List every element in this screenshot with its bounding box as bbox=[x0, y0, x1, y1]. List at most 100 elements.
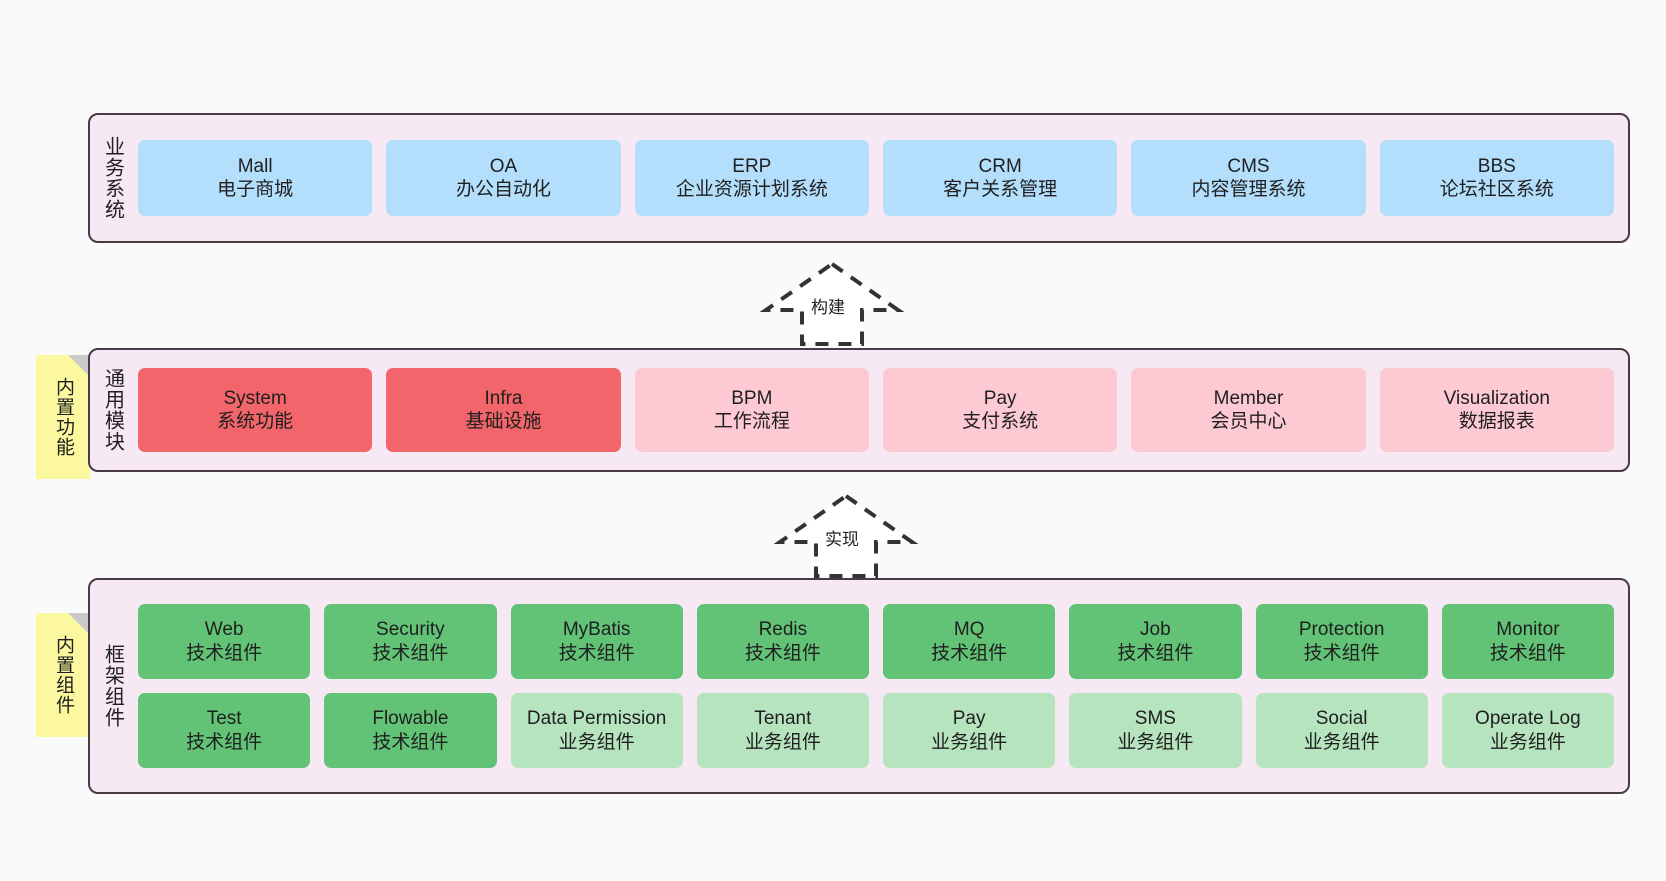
card-test[interactable]: Test 技术组件 bbox=[138, 693, 311, 768]
layer-framework-component: 框架组件 Web 技术组件 Security 技术组件 MyBatis 技术组件… bbox=[88, 578, 1630, 794]
card-title-en: BPM bbox=[731, 387, 773, 409]
card-title-en: MyBatis bbox=[562, 619, 631, 641]
card-title-en: Monitor bbox=[1496, 619, 1560, 641]
framework-row-business: Test 技术组件 Flowable 技术组件 Data Permission … bbox=[138, 693, 1614, 768]
arrow-implement-shape bbox=[773, 493, 919, 578]
card-title-cn: 数据报表 bbox=[1458, 411, 1535, 432]
card-tenant[interactable]: Tenant 业务组件 bbox=[696, 693, 869, 768]
card-title-cn: 电子商城 bbox=[217, 179, 294, 200]
card-redis[interactable]: Redis 技术组件 bbox=[696, 604, 869, 679]
card-title-en: OA bbox=[489, 155, 518, 177]
note-label: 内置组件 bbox=[52, 635, 74, 715]
card-title-cn: 论坛社区系统 bbox=[1439, 179, 1554, 200]
card-title-cn: 技术组件 bbox=[186, 731, 263, 753]
card-title-cn: 技术组件 bbox=[1489, 642, 1566, 664]
card-title-en: Pay bbox=[983, 387, 1017, 409]
card-web[interactable]: Web 技术组件 bbox=[138, 604, 311, 679]
card-title-cn: 业务组件 bbox=[1117, 731, 1194, 753]
card-title-en: Security bbox=[376, 619, 445, 641]
card-title-en: Redis bbox=[758, 619, 808, 641]
card-bbs[interactable]: BBS 论坛社区系统 bbox=[1379, 140, 1614, 216]
card-title-cn: 会员中心 bbox=[1210, 411, 1287, 432]
layer-common-module: 通用模块 System 系统功能 Infra 基础设施 BPM 工作流程 Pay… bbox=[88, 348, 1630, 472]
card-mq[interactable]: MQ 技术组件 bbox=[883, 604, 1056, 679]
framework-row-tech: Web 技术组件 Security 技术组件 MyBatis 技术组件 Redi… bbox=[138, 604, 1614, 679]
card-visualization[interactable]: Visualization 数据报表 bbox=[1379, 368, 1614, 452]
layer-title-common-module: 通用模块 bbox=[101, 368, 124, 452]
card-member[interactable]: Member 会员中心 bbox=[1131, 368, 1366, 452]
card-title-cn: 支付系统 bbox=[962, 411, 1039, 432]
card-title-en: Flowable bbox=[372, 708, 449, 730]
note-builtin-component: 内置组件 bbox=[36, 613, 90, 737]
card-title-cn: 技术组件 bbox=[186, 642, 263, 664]
card-title-cn: 技术组件 bbox=[1303, 642, 1380, 664]
card-title-cn: 基础设施 bbox=[465, 411, 542, 432]
card-data-permission[interactable]: Data Permission 业务组件 bbox=[510, 693, 683, 768]
layer-business-system: 业务系统 Mall 电子商城 OA 办公自动化 ERP 企业资源计划系统 CRM… bbox=[88, 113, 1630, 243]
card-infra[interactable]: Infra 基础设施 bbox=[386, 368, 621, 452]
layer-body-framework-component: Web 技术组件 Security 技术组件 MyBatis 技术组件 Redi… bbox=[134, 580, 1628, 792]
card-title-en: Visualization bbox=[1443, 387, 1550, 409]
layer-title-business-system: 业务系统 bbox=[101, 136, 124, 220]
card-operate-log[interactable]: Operate Log 业务组件 bbox=[1441, 693, 1614, 768]
card-title-cn: 业务组件 bbox=[931, 731, 1008, 753]
card-title-en: CRM bbox=[978, 155, 1022, 177]
card-title-cn: 技术组件 bbox=[744, 642, 821, 664]
card-title-en: System bbox=[223, 387, 287, 409]
card-title-en: CMS bbox=[1227, 155, 1270, 177]
card-title-en: SMS bbox=[1134, 708, 1176, 730]
card-title-en: Member bbox=[1213, 387, 1284, 409]
card-system[interactable]: System 系统功能 bbox=[138, 368, 373, 452]
card-title-cn: 工作流程 bbox=[713, 411, 790, 432]
card-title-cn: 技术组件 bbox=[372, 731, 449, 753]
card-title-en: Pay bbox=[952, 708, 986, 730]
card-pay-business[interactable]: Pay 业务组件 bbox=[883, 693, 1056, 768]
card-title-cn: 办公自动化 bbox=[455, 179, 551, 200]
card-flowable[interactable]: Flowable 技术组件 bbox=[324, 693, 497, 768]
note-builtin-function: 内置功能 bbox=[36, 355, 90, 479]
card-title-en: Test bbox=[206, 708, 242, 730]
card-title-cn: 技术组件 bbox=[372, 642, 449, 664]
card-title-cn: 业务组件 bbox=[558, 731, 635, 753]
card-sms[interactable]: SMS 业务组件 bbox=[1069, 693, 1242, 768]
card-monitor[interactable]: Monitor 技术组件 bbox=[1441, 604, 1614, 679]
card-job[interactable]: Job 技术组件 bbox=[1069, 604, 1242, 679]
card-mall[interactable]: Mall 电子商城 bbox=[138, 140, 373, 216]
card-title-en: BBS bbox=[1477, 155, 1516, 177]
arrow-build-label: 构建 bbox=[811, 298, 845, 317]
card-title-cn: 系统功能 bbox=[217, 411, 294, 432]
card-title-en: Web bbox=[204, 619, 244, 641]
card-title-en: Infra bbox=[484, 387, 523, 409]
card-pay[interactable]: Pay 支付系统 bbox=[882, 368, 1118, 452]
card-title-cn: 客户关系管理 bbox=[943, 179, 1058, 200]
card-title-cn: 企业资源计划系统 bbox=[675, 179, 828, 200]
card-erp[interactable]: ERP 企业资源计划系统 bbox=[634, 140, 869, 216]
arrow-implement-label: 实现 bbox=[825, 530, 859, 549]
layer-body-business-system: Mall 电子商城 OA 办公自动化 ERP 企业资源计划系统 CRM 客户关系… bbox=[134, 115, 1628, 241]
card-title-cn: 业务组件 bbox=[1489, 731, 1566, 753]
card-title-en: Operate Log bbox=[1475, 708, 1581, 730]
card-security[interactable]: Security 技术组件 bbox=[324, 604, 497, 679]
arrow-build bbox=[752, 258, 912, 350]
card-title-en: ERP bbox=[732, 155, 772, 177]
card-title-en: Protection bbox=[1298, 619, 1385, 641]
card-title-en: Job bbox=[1140, 619, 1171, 641]
card-bpm[interactable]: BPM 工作流程 bbox=[634, 368, 869, 452]
arrow-implement bbox=[766, 490, 926, 582]
card-title-en: Social bbox=[1315, 708, 1368, 730]
card-crm[interactable]: CRM 客户关系管理 bbox=[882, 140, 1118, 216]
card-mybatis[interactable]: MyBatis 技术组件 bbox=[510, 604, 683, 679]
note-label: 内置功能 bbox=[52, 377, 74, 457]
card-protection[interactable]: Protection 技术组件 bbox=[1255, 604, 1428, 679]
arrow-build-shape bbox=[759, 261, 905, 346]
note-fold-corner-icon bbox=[68, 355, 90, 377]
card-cms[interactable]: CMS 内容管理系统 bbox=[1131, 140, 1366, 216]
card-social[interactable]: Social 业务组件 bbox=[1255, 693, 1428, 768]
card-title-cn: 技术组件 bbox=[558, 642, 635, 664]
layer-title-framework-component: 框架组件 bbox=[101, 644, 124, 728]
card-oa[interactable]: OA 办公自动化 bbox=[386, 140, 621, 216]
card-title-cn: 技术组件 bbox=[931, 642, 1008, 664]
card-title-cn: 业务组件 bbox=[1303, 731, 1380, 753]
card-title-en: Tenant bbox=[754, 708, 812, 730]
